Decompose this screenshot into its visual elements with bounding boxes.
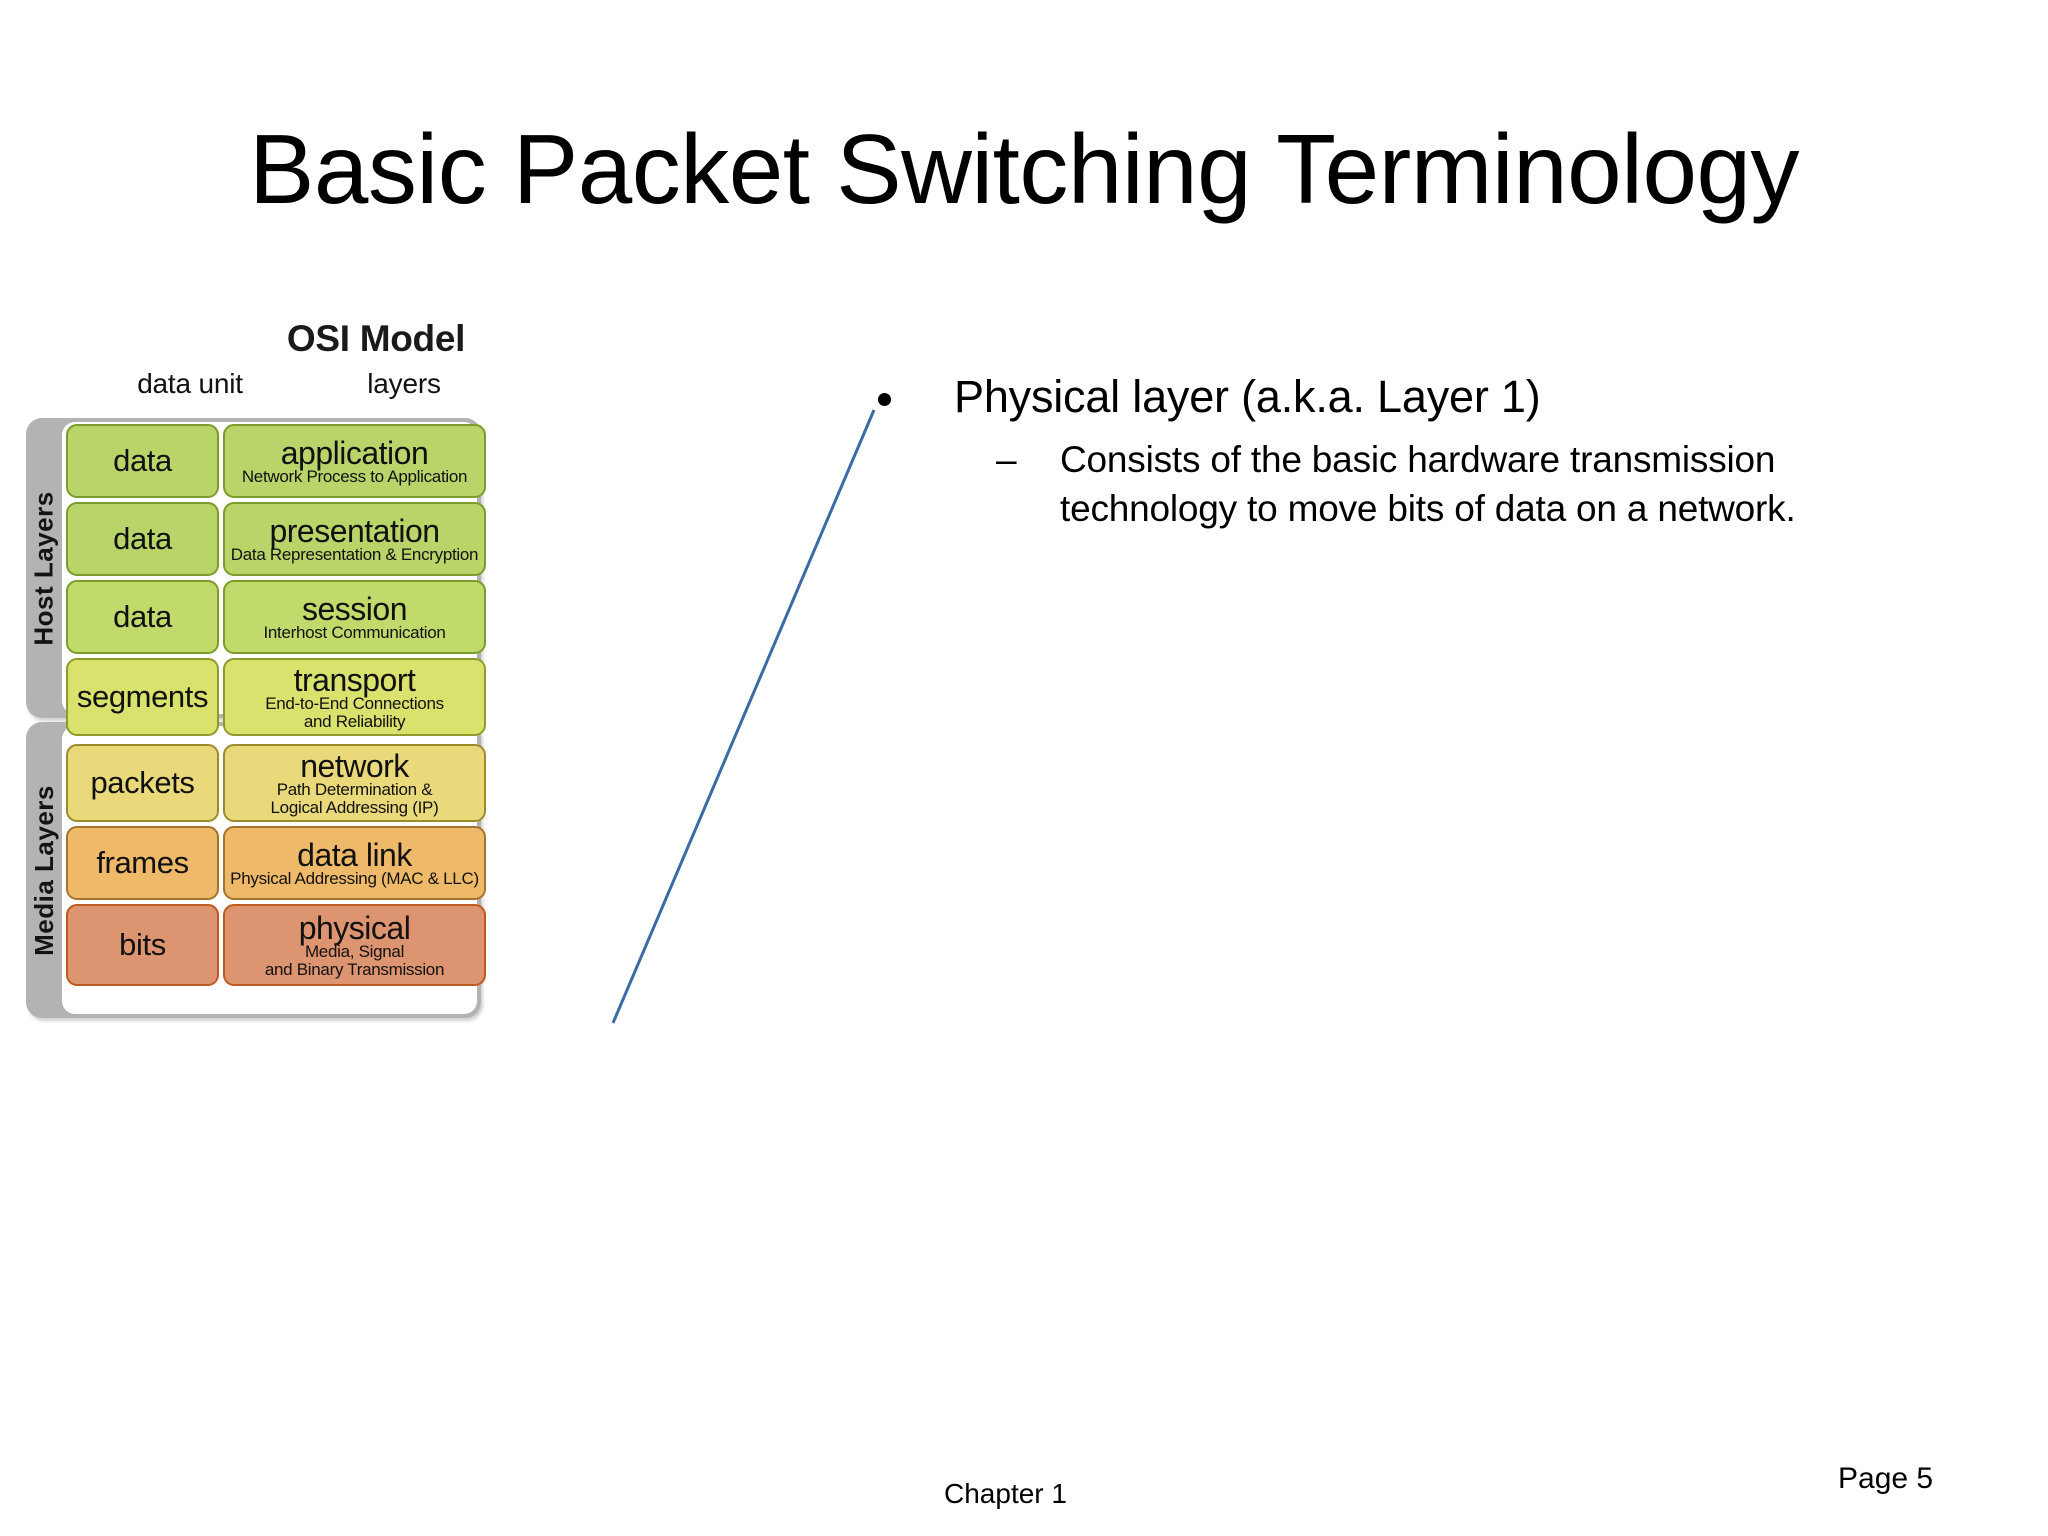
osi-data-unit-cell: packets <box>66 744 219 822</box>
osi-model-figure: OSI Model data unit layers Host Layers M… <box>26 318 666 1128</box>
osi-data-unit-cell: data <box>66 580 219 654</box>
osi-data-unit-label: packets <box>90 765 195 800</box>
bullet-level2-text: Consists of the basic hardware transmiss… <box>1060 439 1796 530</box>
osi-data-unit-cell: data <box>66 424 219 498</box>
osi-data-unit-label: data <box>113 521 172 556</box>
content-body: Physical layer (a.k.a. Layer 1) – Consis… <box>876 371 1956 534</box>
footer-chapter: Chapter 1 <box>944 1478 1067 1509</box>
osi-layer-name: physical <box>298 910 411 946</box>
osi-layer-name: presentation <box>269 512 440 549</box>
osi-data-unit-cell: data <box>66 502 219 576</box>
group-label-host-layers-text: Host Layers <box>28 490 59 646</box>
osi-data-unit-label: data <box>113 599 172 634</box>
bullet-dot-icon <box>878 393 891 406</box>
group-label-media-layers: Media Layers <box>26 722 62 1018</box>
bullet-level1-text: Physical layer (a.k.a. Layer 1) <box>954 371 1541 422</box>
osi-layer-description: Network Process to Application <box>241 466 468 486</box>
group-label-host-layers: Host Layers <box>26 418 62 718</box>
footer-page-number: Page 5 <box>1838 1462 1934 1495</box>
page-title: Basic Packet Switching Terminology <box>249 114 1799 224</box>
osi-data-unit-cell: segments <box>66 658 219 736</box>
osi-data-unit-label: data <box>113 443 172 478</box>
osi-data-unit-label: segments <box>76 679 209 714</box>
osi-layer-name: transport <box>293 662 416 698</box>
osi-data-unit-cell: bits <box>66 904 219 986</box>
figure-heading: OSI Model <box>286 318 466 359</box>
osi-layer-name: data link <box>297 836 412 873</box>
osi-layer-description: Path Determination &Logical Addressing (… <box>270 780 439 817</box>
en-dash-icon: – <box>996 439 1017 481</box>
osi-data-unit-label: frames <box>96 845 189 880</box>
osi-layer-description: Physical Addressing (MAC & LLC) <box>230 868 479 888</box>
osi-data-unit-cell: frames <box>66 826 219 900</box>
column-header-data-unit: data unit <box>137 368 243 399</box>
osi-layer-description: Interhost Communication <box>263 622 446 642</box>
osi-layer-name: application <box>280 434 429 471</box>
group-label-media-layers-text: Media Layers <box>28 784 59 956</box>
osi-data-unit-label: bits <box>119 927 166 962</box>
osi-layer-name: session <box>302 590 408 627</box>
bullet-level2: – Consists of the basic hardware transmi… <box>994 436 1890 534</box>
figure-column-headers: data unit layers <box>26 368 666 408</box>
column-header-layers: layers <box>367 368 441 399</box>
bullet-level1: Physical layer (a.k.a. Layer 1) <box>876 371 1956 422</box>
osi-layer-name: network <box>300 748 409 784</box>
osi-layer-description: Data Representation & Encryption <box>230 544 479 564</box>
